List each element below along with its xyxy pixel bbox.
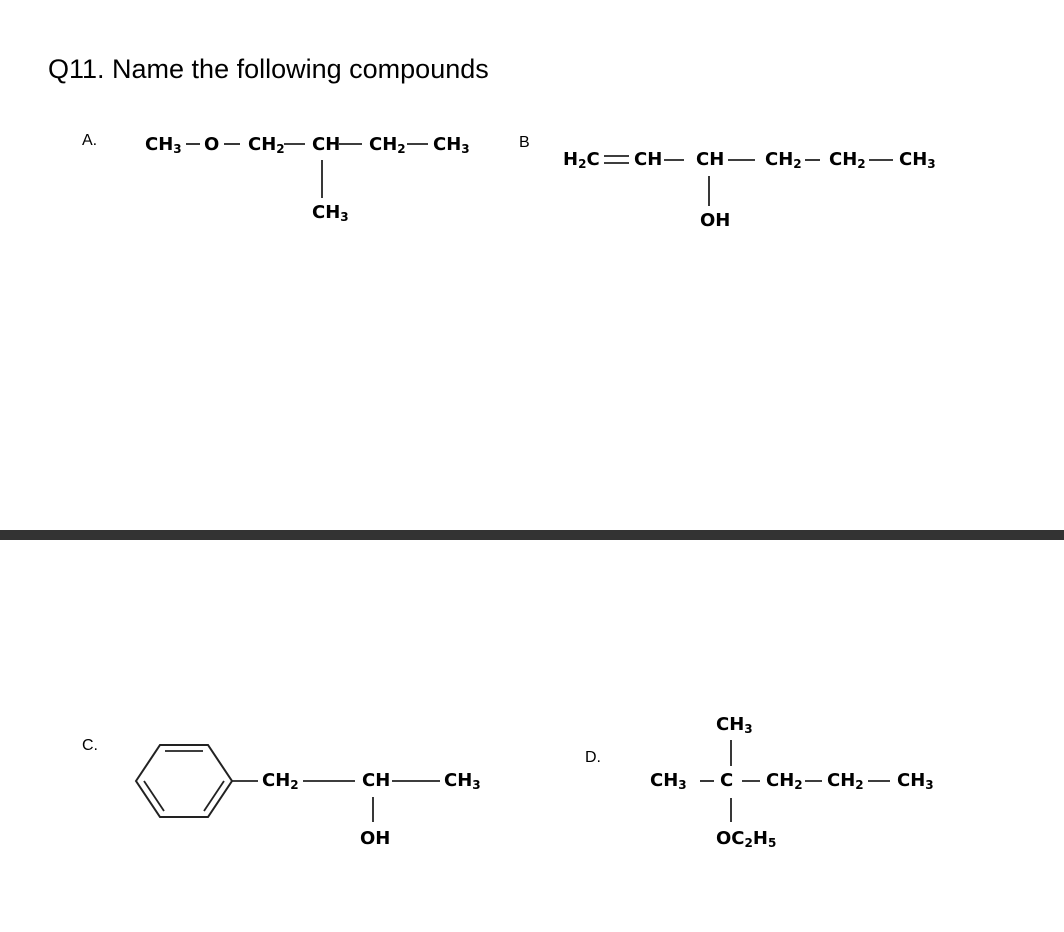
c-ring-double-2 xyxy=(143,780,165,812)
b-branch-oh: OH xyxy=(700,210,731,231)
d-ch3-left: CH3 xyxy=(650,770,687,792)
b-h2c: H2C xyxy=(563,149,600,171)
a-ch: CH xyxy=(312,134,341,155)
label-a: A. xyxy=(82,132,98,149)
b-ch-1: CH xyxy=(634,149,663,170)
a-oxygen: O xyxy=(204,134,220,155)
c-benzene-ring xyxy=(134,744,234,818)
d-ch3-right: CH3 xyxy=(897,770,934,792)
question-title: Q11. Name the following compounds xyxy=(48,54,489,84)
c-ch2: CH2 xyxy=(262,770,299,792)
c-ring-double-3 xyxy=(203,780,225,812)
a-ch2-2: CH2 xyxy=(369,134,406,156)
a-branch-ch3: CH3 xyxy=(312,202,349,224)
b-ch2-1: CH2 xyxy=(765,149,802,171)
c-branch-oh: OH xyxy=(360,828,391,849)
a-ch2-1: CH2 xyxy=(248,134,285,156)
c-ch3: CH3 xyxy=(444,770,481,792)
d-central-c: C xyxy=(720,770,734,791)
d-top-ch3: CH3 xyxy=(716,714,753,736)
a-ch3-1: CH3 xyxy=(145,134,182,156)
d-bottom-oc2h5: OC2H5 xyxy=(716,828,777,850)
c-ch: CH xyxy=(362,770,391,791)
label-d: D. xyxy=(585,749,601,766)
d-ch2-1: CH2 xyxy=(766,770,803,792)
b-ch-2: CH xyxy=(696,149,725,170)
section-divider xyxy=(0,530,1064,540)
d-ch2-2: CH2 xyxy=(827,770,864,792)
b-ch2-2: CH2 xyxy=(829,149,866,171)
label-c: C. xyxy=(82,737,98,754)
a-ch3-2: CH3 xyxy=(433,134,470,156)
b-ch3: CH3 xyxy=(899,149,936,171)
label-b: B xyxy=(519,134,530,151)
